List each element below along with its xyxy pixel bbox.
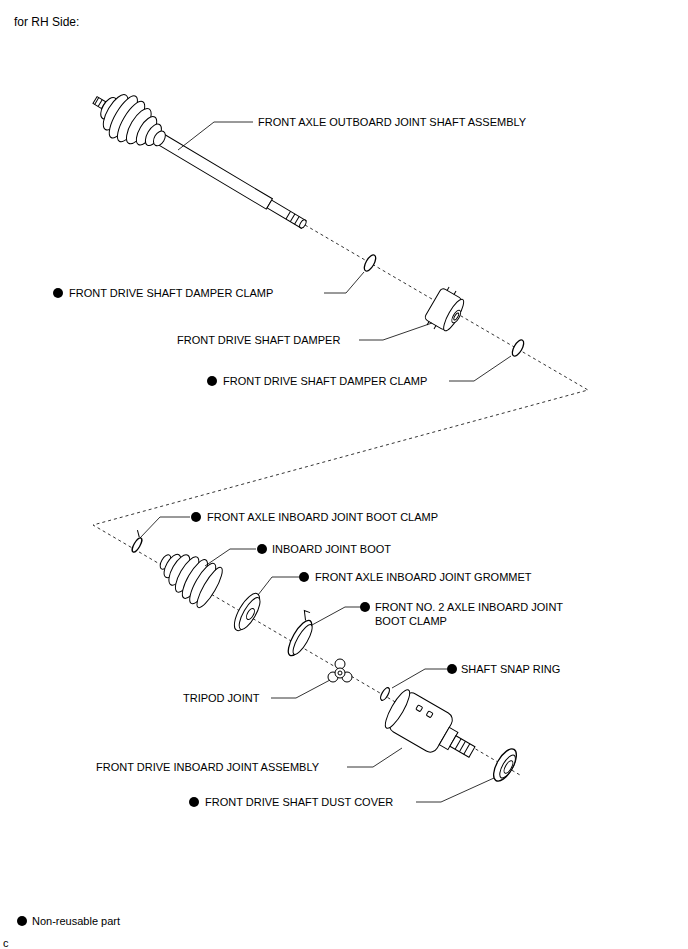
legend-text: Non-reusable part	[32, 914, 120, 928]
non-reusable-mark	[207, 376, 217, 386]
non-reusable-mark	[189, 797, 199, 807]
non-reusable-mark	[191, 512, 201, 522]
center-line	[93, 225, 588, 775]
part-name: INBOARD JOINT BOOT	[272, 542, 391, 556]
inboard-boot	[151, 540, 227, 610]
dust-cover	[489, 745, 521, 784]
part-name: FRONT DRIVE SHAFT DAMPER CLAMP	[223, 374, 427, 388]
legend-swatch	[16, 915, 28, 927]
part-name: FRONT DRIVE SHAFT DAMPER CLAMP	[69, 286, 273, 300]
part-name: FRONT AXLE INBOARD JOINT BOOT CLAMP	[207, 510, 438, 524]
non-reusable-mark	[360, 602, 370, 612]
non-reusable-mark	[53, 288, 63, 298]
damper-clamp	[362, 253, 378, 273]
grommet	[230, 590, 266, 635]
tripod-joint	[328, 659, 352, 682]
part-name: FRONT AXLE OUTBOARD JOINT SHAFT ASSEMBLY	[258, 115, 526, 129]
non-reusable-mark	[447, 664, 457, 674]
part-name: FRONT DRIVE INBOARD JOINT ASSEMBLY	[96, 760, 319, 774]
snap-ring	[379, 686, 391, 701]
boot-clamp-large	[281, 610, 320, 660]
non-reusable-mark	[257, 544, 267, 554]
inboard-joint	[381, 687, 483, 771]
figure-code: c	[3, 936, 9, 949]
part-name: FRONT DRIVE SHAFT DUST COVER	[205, 795, 393, 809]
non-reusable-mark	[299, 572, 309, 582]
boot-clamp	[127, 530, 146, 553]
part-name: FRONT AXLE INBOARD JOINT GROMMET	[315, 570, 532, 584]
view-title: for RH Side:	[14, 15, 79, 29]
damper-clamp	[510, 338, 526, 358]
part-name: SHAFT SNAP RING	[461, 662, 560, 676]
part-name: TRIPOD JOINT	[183, 691, 259, 705]
part-name: FRONT NO. 2 AXLE INBOARD JOINT BOOT CLAM…	[375, 600, 590, 628]
shaft-damper	[422, 284, 470, 337]
part-name: FRONT DRIVE SHAFT DAMPER	[177, 333, 340, 347]
leader-lines	[140, 122, 511, 802]
outboard-shaft	[83, 79, 318, 245]
